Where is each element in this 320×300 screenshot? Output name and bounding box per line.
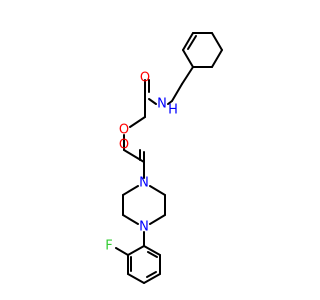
fluorine-label: F: [105, 239, 112, 254]
cyclohexene-ring: [182, 32, 223, 68]
background: [0, 0, 300, 300]
ring-bond: [182, 32, 194, 51]
phenyl-bond: [127, 273, 145, 284]
phenyl-bond: [143, 273, 161, 284]
pip-bond: [122, 185, 139, 196]
amide-nitrogen-label: N: [157, 97, 167, 112]
amide-oxygen-label: O: [140, 71, 150, 86]
amide-hydrogen-label: H: [168, 103, 178, 118]
ketone-oxygen-label: O: [119, 138, 129, 153]
phenyl-bond: [143, 245, 161, 256]
phenyl-double: [147, 251, 158, 258]
n-carbonyl-bond: [148, 98, 157, 105]
ring-bond: [211, 49, 223, 68]
bond: [129, 116, 146, 128]
pip-bond: [149, 185, 166, 196]
piperazine-n1-label: N: [139, 176, 149, 191]
phenyl-bond: [127, 245, 145, 256]
ethyl-bond: [181, 66, 194, 85]
pip-bond: [122, 214, 139, 225]
ethyl-to-n-bond: [167, 100, 173, 105]
bond-to-f: [115, 247, 129, 256]
ring-bond: [211, 32, 223, 51]
ether-oxygen-label: O: [119, 123, 129, 138]
pip-bond: [149, 214, 166, 225]
ethyl-bond: [171, 83, 183, 102]
piperazine-n4-label: N: [139, 220, 149, 235]
ring-double-bond-inner: [187, 35, 197, 50]
ring-bond: [182, 49, 194, 68]
phenyl-double: [146, 271, 157, 278]
